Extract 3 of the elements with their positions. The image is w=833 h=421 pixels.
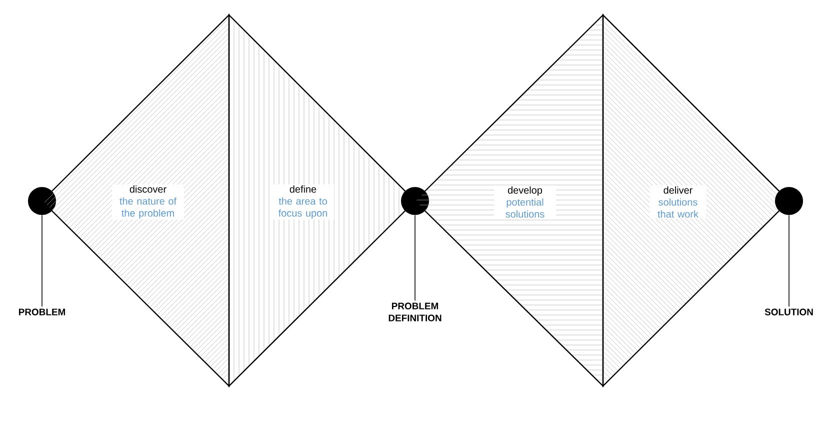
leader-line xyxy=(414,214,416,301)
leader-line xyxy=(788,214,790,307)
point-dot xyxy=(401,187,429,215)
